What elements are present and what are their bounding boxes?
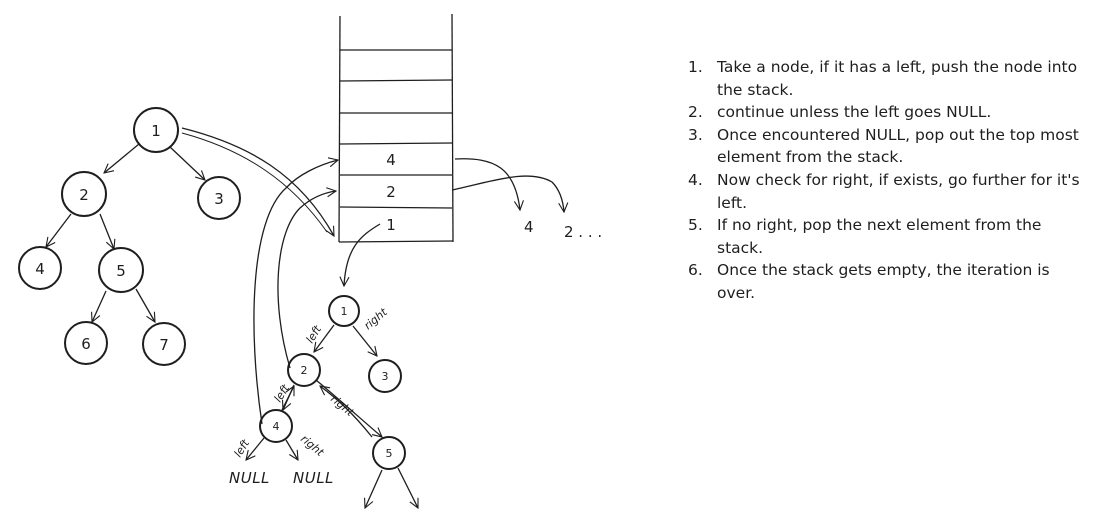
tree-node-label: 3 [214, 190, 224, 208]
edge-label-right: right [298, 432, 327, 459]
tree-node-label: 2 [79, 186, 89, 204]
step-text: Now check for right, if exists, go furth… [717, 170, 1080, 212]
push-arrow-root [181, 127, 334, 236]
walk-node-label: 3 [382, 370, 389, 383]
edge-1-2 [104, 143, 140, 173]
stack-to-tree-arrow [344, 223, 381, 286]
tree-node-label: 4 [35, 260, 45, 278]
tree-node-label: 5 [116, 262, 126, 280]
step-number: 2. [688, 103, 703, 122]
push-arrow-root-double [181, 132, 328, 233]
stack-wall-right [451, 13, 454, 243]
walk-edge-1-2 [314, 324, 335, 352]
walk-node [368, 359, 402, 393]
stack-item-label: 1 [386, 216, 396, 234]
walk-node [287, 353, 321, 387]
algorithm-steps: 1. Take a node, if it has a left, push th… [688, 56, 1088, 305]
tree-node [18, 246, 62, 290]
walk-edge-4-null-left [246, 437, 265, 460]
popped-item-label: 4 [524, 218, 534, 236]
edge-1-3 [169, 146, 205, 180]
stack-bottom [338, 240, 454, 243]
push-arrow-4 [253, 160, 338, 425]
stack-divider [339, 79, 453, 82]
walk-edge-4-2 [281, 386, 295, 411]
popped-item-label: 2 . . . [564, 223, 602, 241]
walk-edge-5-right [397, 467, 419, 508]
tree-node [64, 321, 108, 365]
step-number: 6. [688, 261, 703, 280]
step-item: 2. continue unless the left goes NULL. [688, 101, 1088, 124]
walk-node [259, 409, 293, 443]
tree-node [61, 171, 107, 217]
stack [338, 13, 454, 243]
left-tree [18, 107, 241, 366]
edge-2-5 [99, 213, 114, 249]
step-number: 1. [688, 58, 703, 76]
stack-divider [339, 206, 453, 209]
null-label: NULL [293, 469, 334, 487]
edge-2-4 [46, 213, 72, 247]
edge-label-left: left [272, 382, 293, 405]
null-label: NULL [229, 469, 270, 487]
edge-5-6 [92, 290, 107, 322]
walk-tree [246, 295, 419, 508]
step-item: 5. If no right, pop the next element from… [688, 214, 1088, 259]
step-item: 4. Now check for right, if exists, go fur… [688, 169, 1088, 214]
step-number: 3. [688, 125, 703, 144]
step-text: Take a node, if it has a left, push the … [717, 58, 1078, 99]
tree-node [133, 107, 179, 153]
stack-divider [339, 142, 453, 145]
left-tree-labels: 1 2 3 4 5 6 7 [35, 122, 224, 354]
step-item: 3. Once encountered NULL, pop out the top… [688, 124, 1088, 169]
tree-node-label: 7 [159, 336, 169, 354]
step-text: If no right, pop the next element from t… [717, 216, 1042, 257]
walk-edge-1-3 [352, 325, 377, 356]
walk-edge-4-null-right [285, 439, 298, 460]
walk-node-label: 1 [341, 305, 348, 318]
edge-label-right: right [362, 305, 391, 332]
walk-tree-labels: 1 2 3 4 5 [273, 305, 393, 460]
stack-wall-left [338, 15, 341, 243]
step-text: Once the stack gets empty, the iteration… [717, 261, 1050, 302]
step-item: 1. Take a node, if it has a left, push th… [688, 56, 1088, 101]
stack-item-label: 2 [386, 183, 396, 201]
tree-node [98, 247, 144, 293]
tree-node [197, 176, 241, 220]
tree-node-label: 6 [81, 335, 91, 353]
edge-5-7 [135, 288, 155, 322]
tree-node-label: 1 [151, 122, 161, 140]
walk-node-label: 4 [273, 420, 280, 433]
pop-arrow-2 [451, 175, 564, 212]
step-item: 6. Once the stack gets empty, the iterati… [688, 259, 1088, 304]
tree-node [142, 322, 186, 366]
step-number: 5. [688, 216, 703, 235]
step-number: 4. [688, 170, 703, 189]
walk-node [372, 436, 406, 470]
walk-node [328, 295, 360, 327]
walk-edge-5-left [365, 469, 383, 508]
step-text: continue unless the left goes NULL. [717, 103, 992, 122]
step-text: Once encountered NULL, pop out the top m… [717, 125, 1079, 167]
push-arrow-2 [277, 191, 336, 369]
stack-item-label: 4 [386, 151, 396, 169]
stack-items: 4 2 1 [386, 151, 396, 234]
walk-node-label: 5 [386, 447, 393, 460]
walk-edge-2-5-back [320, 386, 373, 438]
walk-node-label: 2 [301, 364, 308, 377]
pop-arrow-4 [454, 158, 520, 210]
